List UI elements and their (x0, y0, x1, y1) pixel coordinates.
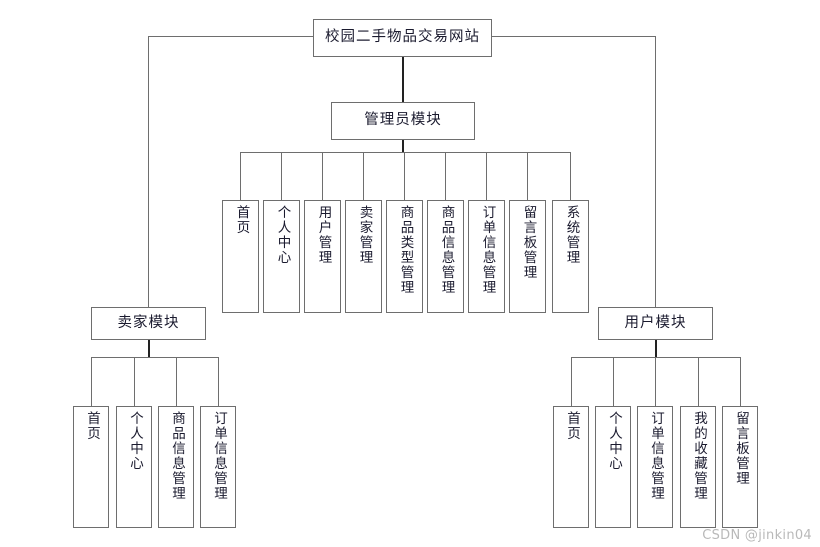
connector-root-left-vertical (148, 36, 149, 307)
connector-seller-bus (91, 357, 219, 358)
seller-leaf-gerenzhongxin: 个人中心 (116, 406, 152, 528)
admin-leaf-maijiaguanli: 卖家管理 (345, 200, 382, 313)
admin-leaf-yonghuguanli: 用户管理 (304, 200, 341, 313)
connector-admin-drop-1 (281, 152, 282, 200)
connector-user-drop-3 (698, 357, 699, 406)
connector-root-to-admin (402, 57, 404, 102)
connector-admin-drop-5 (445, 152, 446, 200)
connector-admin-bus (240, 152, 571, 153)
admin-leaf-shangpinxinxi: 商品信息管理 (427, 200, 464, 313)
admin-leaf-xitongguanli: 系统管理 (552, 200, 589, 313)
connector-user-bus (571, 357, 741, 358)
watermark-text: CSDN @jinkin04 (702, 528, 812, 543)
user-leaf-liuyanban-label: 留言板管理 (732, 411, 749, 486)
seller-leaf-shangpinxinxi: 商品信息管理 (158, 406, 194, 528)
module-node-seller-label: 卖家模块 (117, 314, 180, 331)
admin-leaf-maijiaguanli-label: 卖家管理 (356, 205, 373, 265)
admin-leaf-liuyanban: 留言板管理 (509, 200, 546, 313)
admin-leaf-dingdanxinxi-label: 订单信息管理 (479, 205, 496, 295)
admin-leaf-shangpinleixing-label: 商品类型管理 (397, 205, 414, 295)
connector-admin-drop-0 (240, 152, 241, 200)
admin-leaf-yonghuguanli-label: 用户管理 (315, 205, 332, 265)
connector-user-drop-2 (655, 357, 656, 406)
admin-leaf-xitongguanli-label: 系统管理 (563, 205, 580, 265)
seller-leaf-gerenzhongxin-label: 个人中心 (126, 411, 143, 471)
connector-seller-drop-3 (218, 357, 219, 406)
connector-seller-drop-1 (134, 357, 135, 406)
connector-user-drop-4 (740, 357, 741, 406)
connector-user-drop-1 (613, 357, 614, 406)
connector-admin-drop-3 (363, 152, 364, 200)
connector-root-right-horizontal (492, 36, 656, 37)
connector-seller-stem (148, 340, 150, 358)
seller-leaf-shouye: 首页 (73, 406, 109, 528)
root-node-label: 校园二手物品交易网站 (325, 29, 480, 46)
admin-leaf-shouye-label: 首页 (233, 205, 250, 235)
connector-admin-drop-6 (486, 152, 487, 200)
user-leaf-wodeshoucang: 我的收藏管理 (680, 406, 716, 528)
connector-seller-drop-0 (91, 357, 92, 406)
user-leaf-gerenzhongxin-label: 个人中心 (605, 411, 622, 471)
admin-leaf-shangpinxinxi-label: 商品信息管理 (438, 205, 455, 295)
admin-leaf-dingdanxinxi: 订单信息管理 (468, 200, 505, 313)
connector-user-drop-0 (571, 357, 572, 406)
user-leaf-dingdanxinxi: 订单信息管理 (637, 406, 673, 528)
admin-leaf-liuyanban-label: 留言板管理 (520, 205, 537, 280)
module-node-admin-label: 管理员模块 (364, 112, 442, 129)
admin-leaf-gerenzhongxin: 个人中心 (263, 200, 300, 313)
user-leaf-shouye: 首页 (553, 406, 589, 528)
connector-admin-drop-2 (322, 152, 323, 200)
admin-leaf-gerenzhongxin-label: 个人中心 (274, 205, 291, 265)
connector-seller-drop-2 (176, 357, 177, 406)
root-node-website: 校园二手物品交易网站 (313, 19, 492, 57)
module-node-user: 用户模块 (598, 307, 713, 340)
module-node-user-label: 用户模块 (624, 314, 687, 331)
user-leaf-wodeshoucang-label: 我的收藏管理 (690, 411, 707, 501)
user-leaf-dingdanxinxi-label: 订单信息管理 (647, 411, 664, 501)
seller-leaf-shouye-label: 首页 (83, 411, 100, 441)
admin-leaf-shouye: 首页 (222, 200, 259, 313)
seller-leaf-dingdanxinxi-label: 订单信息管理 (210, 411, 227, 501)
connector-root-left-horizontal (148, 36, 313, 37)
connector-user-stem (655, 340, 657, 358)
connector-admin-drop-7 (527, 152, 528, 200)
admin-leaf-shangpinleixing: 商品类型管理 (386, 200, 423, 313)
connector-admin-drop-8 (570, 152, 571, 200)
seller-leaf-dingdanxinxi: 订单信息管理 (200, 406, 236, 528)
user-leaf-shouye-label: 首页 (563, 411, 580, 441)
connector-admin-drop-4 (404, 152, 405, 200)
connector-root-right-vertical (655, 36, 656, 307)
connector-admin-stem (402, 140, 404, 153)
seller-leaf-shangpinxinxi-label: 商品信息管理 (168, 411, 185, 501)
module-node-seller: 卖家模块 (91, 307, 206, 340)
module-node-admin: 管理员模块 (331, 102, 475, 140)
user-leaf-gerenzhongxin: 个人中心 (595, 406, 631, 528)
user-leaf-liuyanban: 留言板管理 (722, 406, 758, 528)
